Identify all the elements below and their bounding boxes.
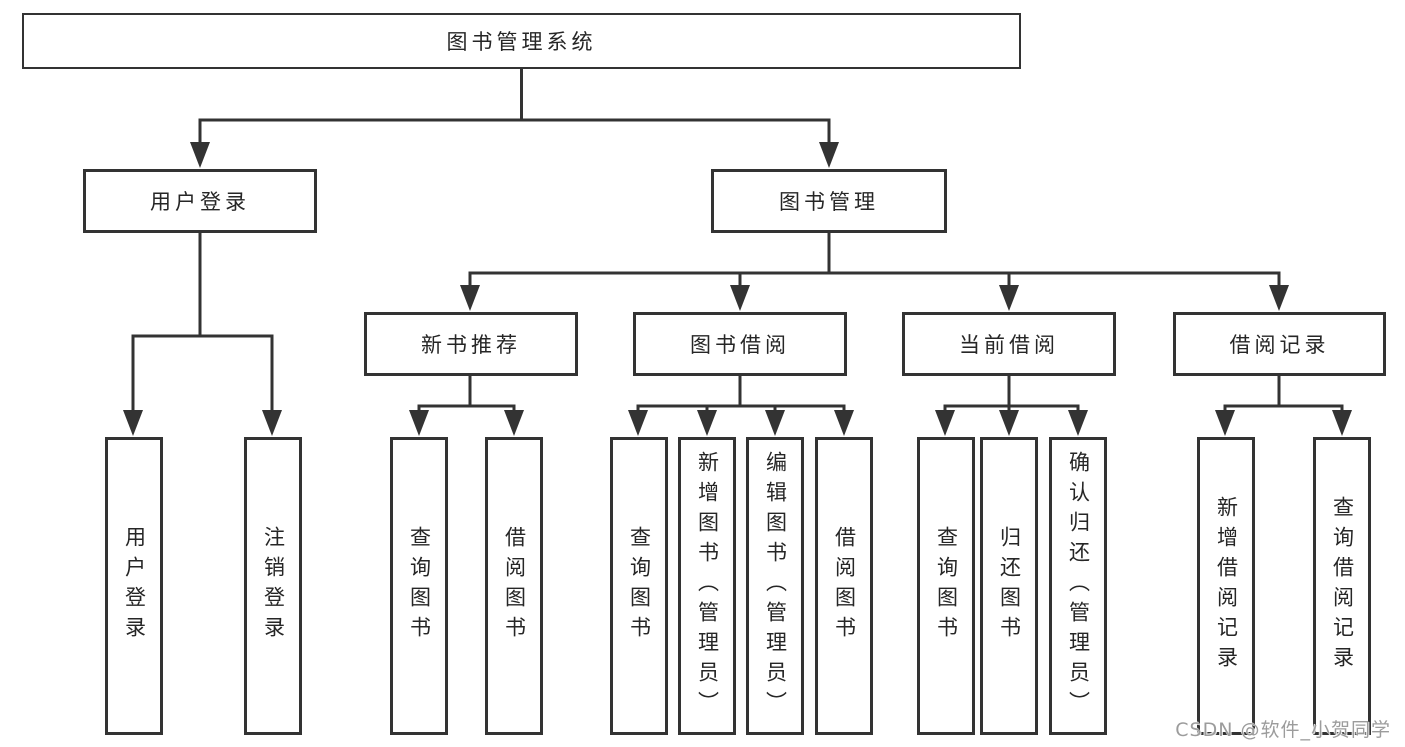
node-label: 查询图书: [627, 526, 652, 646]
node-label: 归还图书: [997, 526, 1022, 646]
node-label: 查询图书: [407, 526, 432, 646]
node-label: 图书借阅: [690, 333, 790, 357]
node-library-management-system: 图书管理系统: [22, 13, 1021, 69]
node-label: 确认归还（管理员）: [1066, 451, 1091, 721]
node-label: 查询图书: [934, 526, 959, 646]
leaf-query-book-current: 查询图书: [917, 437, 975, 735]
csdn-watermark: CSDN @软件_小贺同学: [1175, 719, 1391, 741]
node-label: 编辑图书（管理员）: [763, 451, 788, 721]
leaf-query-borrow-record: 查询借阅记录: [1313, 437, 1371, 735]
node-label: 用户登录: [122, 526, 147, 646]
leaf-borrow-book-recommend: 借阅图书: [485, 437, 543, 735]
node-book-management: 图书管理: [711, 169, 947, 233]
node-label: 借阅图书: [502, 526, 527, 646]
leaf-logout: 注销登录: [244, 437, 302, 735]
node-new-book-recommend: 新书推荐: [364, 312, 578, 376]
node-book-borrow: 图书借阅: [633, 312, 847, 376]
leaf-return-book: 归还图书: [980, 437, 1038, 735]
leaf-confirm-return-admin: 确认归还（管理员）: [1049, 437, 1107, 735]
node-label: 新增借阅记录: [1214, 496, 1239, 676]
node-label: 注销登录: [261, 526, 286, 646]
leaf-query-book-recommend: 查询图书: [390, 437, 448, 735]
node-label: 新增图书（管理员）: [695, 451, 720, 721]
node-label: 图书管理: [779, 190, 879, 214]
leaf-edit-book-admin: 编辑图书（管理员）: [746, 437, 804, 735]
node-current-borrow: 当前借阅: [902, 312, 1116, 376]
node-label: 借阅图书: [832, 526, 857, 646]
node-label: 用户登录: [150, 190, 250, 214]
node-label: 借阅记录: [1229, 333, 1330, 357]
leaf-add-borrow-record: 新增借阅记录: [1197, 437, 1255, 735]
node-label: 查询借阅记录: [1330, 496, 1355, 676]
node-label: 新书推荐: [421, 333, 521, 357]
leaf-user-login: 用户登录: [105, 437, 163, 735]
node-user-login: 用户登录: [83, 169, 317, 233]
node-borrow-record: 借阅记录: [1173, 312, 1386, 376]
leaf-borrow-book: 借阅图书: [815, 437, 873, 735]
node-label: 图书管理系统: [446, 30, 597, 54]
node-label: 当前借阅: [959, 333, 1059, 357]
leaf-add-book-admin: 新增图书（管理员）: [678, 437, 736, 735]
leaf-query-book-borrow: 查询图书: [610, 437, 668, 735]
